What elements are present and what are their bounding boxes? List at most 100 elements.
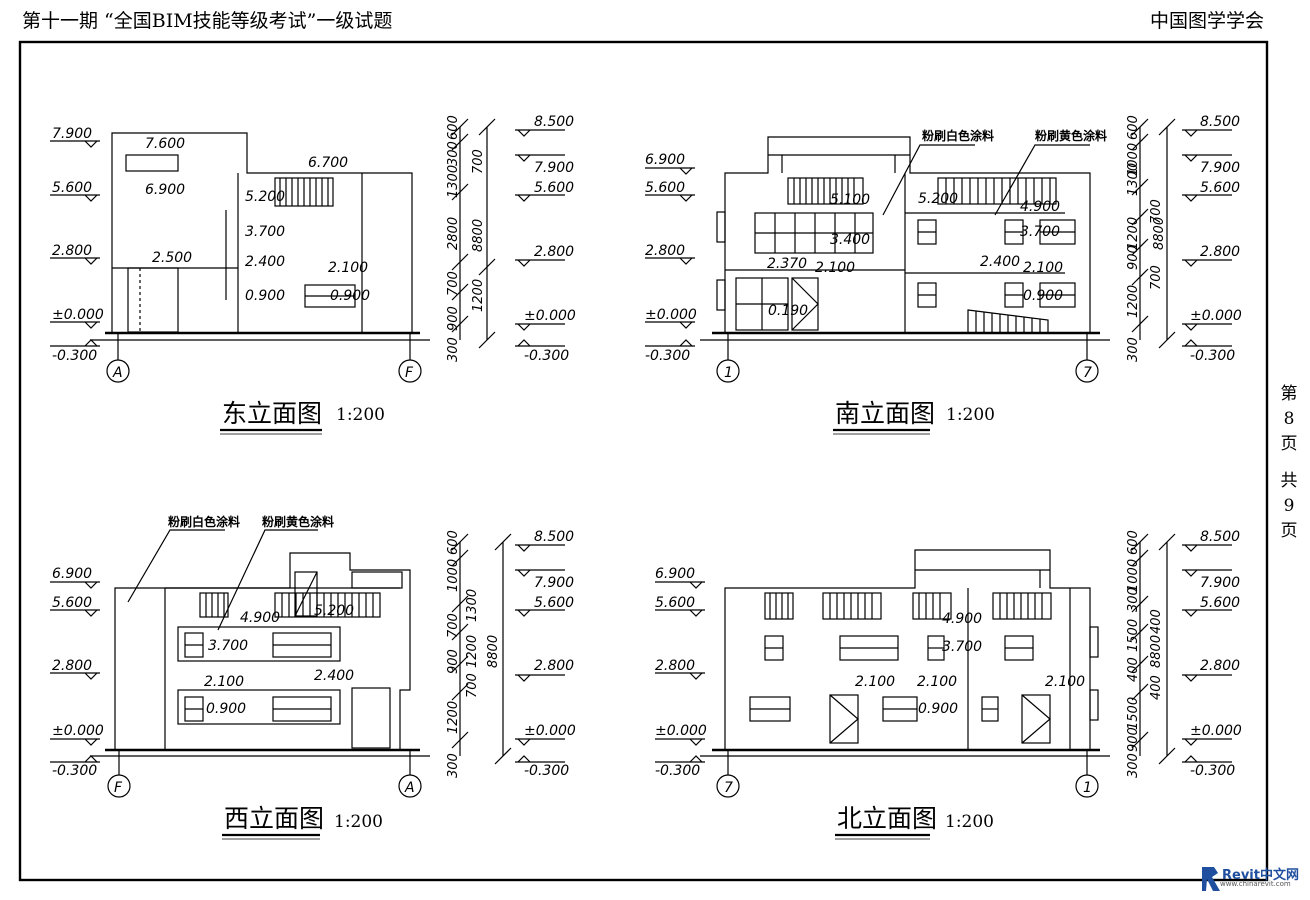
south-dim: 1200: [1126, 217, 1141, 250]
south-axis-label-right: 7: [1083, 365, 1092, 381]
organization-name: 中国图学学会: [1149, 10, 1264, 32]
north-dim: 300: [1126, 753, 1141, 778]
south-inner-level: 4.900: [1020, 199, 1060, 215]
west-axis-bubble-right: [398, 774, 422, 798]
west-level-left: -0.300: [52, 763, 97, 779]
west-dim: 900: [446, 649, 461, 674]
east-dim: 1300: [446, 165, 461, 198]
west-dim: 1300: [465, 589, 480, 622]
north-axis-label-left: 7: [724, 780, 733, 796]
west-level-left: 6.900: [52, 566, 92, 582]
east-level-right: ±0.000: [524, 308, 576, 324]
south-elevation-scale: 1:200: [946, 405, 995, 425]
west-railing-left: [199, 592, 229, 618]
east-dim-total: 8800: [471, 219, 486, 252]
east-dim: 1200: [471, 279, 486, 312]
west-level-right: 2.800: [534, 658, 574, 674]
east-level-left: ±0.000: [52, 307, 104, 323]
south-inner-level: 3.400: [830, 232, 870, 248]
west-note-leader-white: [127, 529, 225, 603]
north-axis-bubble-left: [716, 774, 740, 798]
south-level-marks-left: [645, 167, 695, 347]
south-inner-level: 0.900: [1023, 288, 1063, 304]
page-current: 8: [1283, 409, 1295, 429]
south-dim: 300: [1126, 337, 1141, 362]
south-level-right: 2.800: [1200, 244, 1240, 260]
east-dim: 700: [446, 271, 461, 296]
west-axis-label-right: A: [404, 780, 415, 796]
south-dim: 600: [1126, 115, 1141, 140]
west-axis-label-left: F: [114, 780, 123, 796]
south-level-left: ±0.000: [645, 307, 697, 323]
north-axis-label-right: 1: [1083, 780, 1092, 796]
west-elevation: [50, 529, 565, 840]
east-level-right: 2.800: [534, 244, 574, 260]
east-level-left: 2.800: [52, 243, 92, 259]
south-inner-level: 3.700: [1020, 224, 1060, 240]
east-inner-level: 5.200: [245, 189, 285, 205]
west-level-right: 7.900: [534, 575, 574, 591]
south-inner-level: 5.100: [830, 192, 870, 208]
north-level-right: 5.600: [1200, 595, 1240, 611]
drawing-frame: [18, 40, 1269, 882]
north-inner-level: 2.100: [1045, 674, 1085, 690]
east-level-left: 7.900: [52, 126, 92, 142]
south-dim: 1300: [1126, 163, 1141, 196]
east-inner-level: 0.900: [245, 288, 285, 304]
south-inner-level: 2.100: [1023, 260, 1063, 276]
south-note-white-paint: 粉刷白色涂料: [922, 128, 994, 143]
west-note-white-paint: 粉刷白色涂料: [168, 514, 240, 529]
north-elevation: [655, 533, 1232, 840]
west-level-right: -0.300: [524, 763, 569, 779]
south-note-leader-white: [882, 144, 975, 216]
north-dim: 600: [1126, 530, 1141, 555]
south-dim: 700: [1149, 265, 1164, 290]
south-level-left: -0.300: [645, 348, 690, 364]
south-note-yellow-paint: 粉刷黄色涂料: [1035, 128, 1107, 143]
east-inner-level: 3.700: [245, 224, 285, 240]
west-inner-level: 3.700: [208, 638, 248, 654]
watermark-url: www.chinarevit.com: [1220, 880, 1291, 888]
west-dim: 1200: [465, 635, 480, 668]
west-level-marks-left: [50, 581, 100, 763]
east-railing-bars: [279, 178, 329, 206]
north-level-left: 2.800: [655, 658, 695, 674]
east-dim: 300: [446, 141, 461, 166]
page-prefix: 第: [1280, 384, 1298, 404]
north-level-right: 2.800: [1200, 658, 1240, 674]
page-title: 第十一期 “全国BIM技能等级考试”一级试题: [22, 10, 393, 32]
south-level-marks-right: [1182, 129, 1232, 347]
north-parapet-bars: [769, 593, 1043, 619]
west-level-left: 2.800: [52, 658, 92, 674]
north-dim: 300: [1126, 587, 1141, 612]
watermark-brand: Revit中文网: [1222, 868, 1299, 883]
north-inner-level: 2.100: [917, 674, 957, 690]
south-level-left: 6.900: [645, 152, 685, 168]
south-axis-bubble-right: [1075, 359, 1099, 383]
north-dim: 1000: [1126, 559, 1141, 592]
south-dim: 1000: [1126, 143, 1141, 176]
east-dim: 700: [471, 149, 486, 174]
east-building-outline: [111, 132, 413, 333]
east-axis-bubble-left: [106, 359, 130, 383]
east-dim: 600: [446, 115, 461, 140]
east-dim: 300: [446, 337, 461, 362]
north-axis-bubble-right: [1075, 774, 1099, 798]
east-axis-label-right: F: [405, 365, 414, 381]
north-dimension-chains: [1131, 533, 1176, 765]
west-level-marks-right: [515, 544, 565, 763]
east-inner-level: 6.900: [145, 182, 185, 198]
north-inner-level: 0.900: [918, 701, 958, 717]
west-dim: 700: [465, 673, 480, 698]
west-note-yellow-paint: 粉刷黄色涂料: [262, 514, 334, 529]
south-dim-total: 8800: [1152, 217, 1167, 250]
east-dimension-chains: [451, 118, 496, 349]
north-dim: 1500: [1126, 619, 1141, 652]
north-level-left: 6.900: [655, 566, 695, 582]
west-level-left: 5.600: [52, 595, 92, 611]
east-level-marks-right: [515, 129, 565, 347]
west-level-right: 8.500: [534, 529, 574, 545]
west-inner-level: 2.100: [204, 674, 244, 690]
south-dim: 1200: [1126, 285, 1141, 318]
west-inner-level: 0.900: [206, 701, 246, 717]
